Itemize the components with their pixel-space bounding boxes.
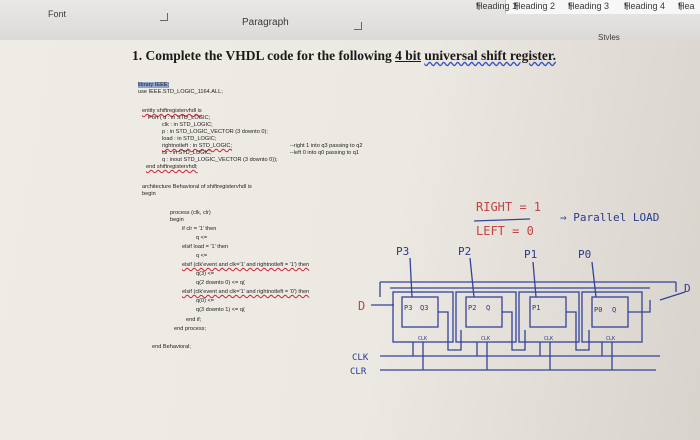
code-line: rightnotleft : in STD_LOGIC; xyxy=(162,143,232,149)
code-line: p : in STD_LOGIC_VECTOR (3 downto 0); xyxy=(162,129,268,135)
code-line: elsif (clk'event and clk='1' and rightno… xyxy=(182,262,310,268)
styles-gallery: ¶ Heading 1 ¶ Heading 2 ¶ Heading 3 ¶ He… xyxy=(476,0,700,14)
code-line: entity shiftregistervhdl is xyxy=(142,108,202,114)
ribbon: Font Paragraph Styles ¶ Heading 1 ¶ Head… xyxy=(0,0,700,42)
code-line: q(3) <= xyxy=(196,271,215,277)
input-p3: P3 xyxy=(396,245,409,258)
code-line: end if; xyxy=(186,317,202,323)
code-line: q(2 downto 0) <= q( xyxy=(196,280,245,286)
ff2-clk-tag: CLK xyxy=(481,336,490,342)
clk-label: CLK xyxy=(352,353,369,363)
paragraph-group-label: Paragraph xyxy=(242,17,289,28)
clr-label: CLR xyxy=(350,367,367,377)
ff2-q-label: Q xyxy=(486,304,490,312)
code-line: load : in STD_LOGIC; xyxy=(162,136,217,142)
ff2-p-label: P2 xyxy=(468,304,476,312)
vhdl-code-block: library IEEE; use IEEE.STD_LOGIC_1164.AL… xyxy=(138,82,368,382)
code-line: q <= xyxy=(196,253,208,259)
code-comment-right: --right 1 into q3 passing to q2 xyxy=(290,143,363,149)
ff3-q-label: Q3 xyxy=(420,304,428,312)
underlined-4bit: 4 bit xyxy=(395,48,421,63)
input-p1: P1 xyxy=(524,248,537,261)
d-in-left: D xyxy=(358,299,365,313)
code-line: q : inout STD_LOGIC_VECTOR (3 downto 0))… xyxy=(162,157,278,163)
font-dialog-launcher-icon[interactable] xyxy=(160,13,168,21)
code-line: clr : in STD_LOGIC; xyxy=(162,150,212,156)
input-p2: P2 xyxy=(458,245,471,258)
code-line: end Behavioral; xyxy=(152,344,191,350)
code-line: begin xyxy=(170,217,184,223)
ff0-p-label: P0 xyxy=(594,306,602,314)
code-line: library IEEE; xyxy=(138,82,170,89)
code-line: architecture Behavioral of shiftregister… xyxy=(142,184,252,190)
paragraph-dialog-launcher-icon[interactable] xyxy=(354,22,362,30)
code-comment-left: --left 0 into q0 passing to q1 xyxy=(290,150,360,156)
code-line: elsif load = '1' then xyxy=(182,244,229,250)
font-group-label: Font xyxy=(48,9,67,19)
d-in-right: D xyxy=(684,282,691,295)
code-line: process (clk, clr) xyxy=(170,210,211,216)
code-line: Port ( d : in STD_LOGIC; xyxy=(148,115,211,121)
note-left: LEFT = 0 xyxy=(476,224,534,238)
code-line: use IEEE.STD_LOGIC_1164.ALL; xyxy=(138,89,223,95)
ff3-p-label: P3 xyxy=(404,304,412,312)
code-line: q(3 downto 1) <= q( xyxy=(196,307,245,313)
note-parallel-load: ⇒ Parallel LOAD xyxy=(560,211,659,224)
ff1-p-label: P1 xyxy=(532,304,540,312)
ff0-q-label: Q xyxy=(612,306,616,314)
code-line: clk : in STD_LOGIC; xyxy=(162,122,213,128)
code-line: end process; xyxy=(174,326,207,332)
ff0-clk-tag: CLK xyxy=(606,336,615,342)
code-line: end shiftregistervhdl; xyxy=(146,164,198,170)
code-line: elsif (clk'event and clk='1' and rightno… xyxy=(182,289,310,295)
question-heading: 1. Complete the VHDL code for the follow… xyxy=(132,48,556,63)
document-page xyxy=(0,40,700,440)
code-line: begin xyxy=(142,191,156,197)
code-line: q <= xyxy=(196,235,208,241)
ff1-clk-tag: CLK xyxy=(544,336,553,342)
input-p0: P0 xyxy=(578,248,591,261)
code-line: if clr = '1' then xyxy=(182,226,217,232)
ff3-clk-tag: CLK xyxy=(418,336,427,342)
styles-group-label: Styles xyxy=(598,33,620,42)
note-right: RIGHT = 1 xyxy=(476,200,541,214)
code-line: q(0) <= xyxy=(196,298,215,304)
